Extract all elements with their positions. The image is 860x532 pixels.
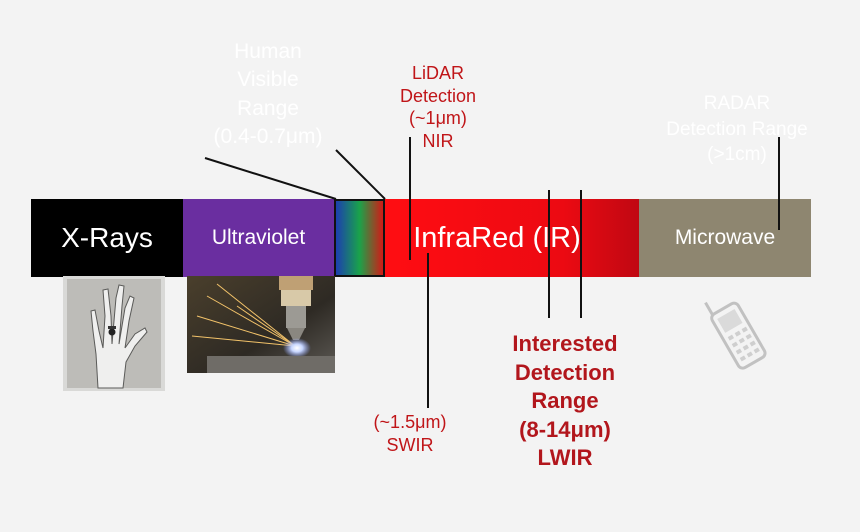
human-visible-range-label: Human Visible Range (0.4-0.7μm)	[188, 38, 348, 151]
laser-cutter-icon	[187, 276, 335, 373]
mobile-phone-icon	[697, 297, 779, 377]
xray-hand-icon	[63, 276, 165, 391]
swir-label: (~1.5μm) SWIR	[355, 411, 465, 456]
radar-detection-label: RADAR Detection Range (>1cm)	[632, 91, 842, 168]
visible-pointer-line-1	[205, 158, 336, 199]
interested-detection-range-label: Interested Detection Range (8-14μm) LWIR	[480, 330, 650, 473]
lidar-detection-label: LiDAR Detection (~1μm) NIR	[368, 62, 508, 152]
visible-pointer-line-2	[336, 150, 385, 199]
